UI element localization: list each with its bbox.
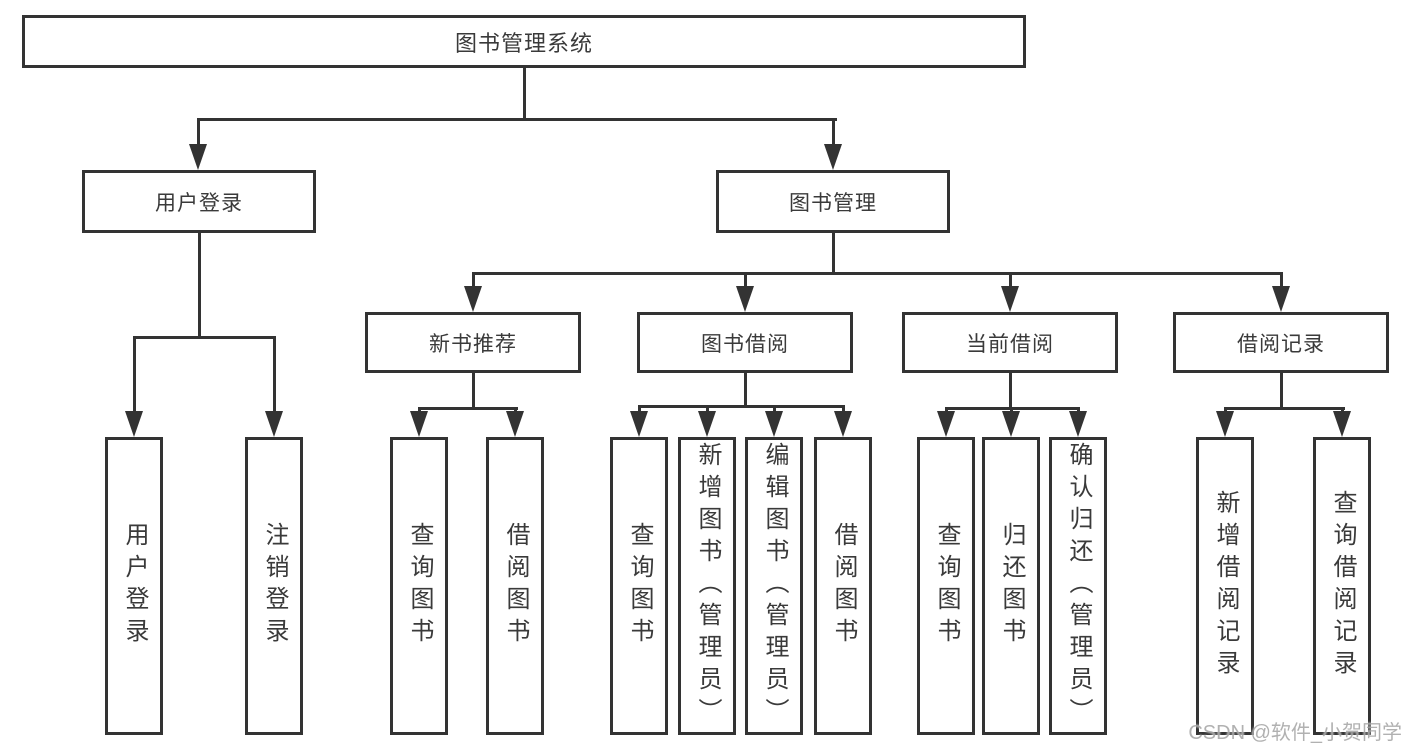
connector-recommend-hline <box>417 407 518 410</box>
leaf-borrow-books: 借阅图书 <box>814 437 872 735</box>
connector-root-hline <box>196 118 837 121</box>
connector-arrow-shaft <box>196 118 200 150</box>
connector-arrowhead <box>736 286 754 312</box>
connector-arrow-shaft <box>831 118 835 150</box>
leaf-add-books-admin: 新增图书（管理员） <box>678 437 736 735</box>
connector-arrowhead <box>1333 411 1351 437</box>
connector-records-hline <box>1223 407 1345 410</box>
leaf-edit-books-admin: 编辑图书（管理员） <box>745 437 803 735</box>
connector-arrowhead <box>125 411 143 437</box>
connector-arrow-shaft <box>471 272 475 292</box>
leaf-user-login-label: 用户登录 <box>121 522 148 650</box>
leaf-confirm-return-admin-label: 确认归还（管理员） <box>1065 442 1092 730</box>
connector-login-stem <box>197 233 201 339</box>
connector-arrow-shaft <box>743 272 747 292</box>
connector-arrowhead <box>1216 411 1234 437</box>
leaf-query-books-borrow-label: 查询图书 <box>626 522 653 650</box>
node-new-book-recommend: 新书推荐 <box>365 312 581 373</box>
leaf-query-books-recommend-label: 查询图书 <box>406 522 433 650</box>
connector-arrowhead <box>189 144 207 170</box>
connector-arrowhead <box>1272 286 1290 312</box>
leaf-borrow-books-recommend-label: 借阅图书 <box>502 522 529 650</box>
connector-borrow-stem <box>743 373 747 408</box>
connector-arrow-shaft <box>272 336 276 417</box>
leaf-logout: 注销登录 <box>245 437 303 735</box>
leaf-add-borrow-record-label: 新增借阅记录 <box>1212 490 1239 682</box>
leaf-logout-label: 注销登录 <box>261 522 288 650</box>
connector-arrowhead <box>1002 411 1020 437</box>
csdn-watermark: CSDN @软件_小贺同学 <box>1188 722 1402 744</box>
leaf-add-borrow-record: 新增借阅记录 <box>1196 437 1254 735</box>
node-current-borrow: 当前借阅 <box>902 312 1118 373</box>
connector-recommend-stem <box>471 373 475 410</box>
connector-arrowhead <box>765 411 783 437</box>
connector-borrow-hline <box>637 405 845 408</box>
leaf-borrow-books-label: 借阅图书 <box>830 522 857 650</box>
leaf-query-borrow-record-label: 查询借阅记录 <box>1329 490 1356 682</box>
connector-arrowhead <box>410 411 428 437</box>
leaf-query-books-recommend: 查询图书 <box>390 437 448 735</box>
leaf-confirm-return-admin: 确认归还（管理员） <box>1049 437 1107 735</box>
connector-arrow-shaft <box>1279 272 1283 292</box>
connector-mgmt-hline <box>471 272 1283 275</box>
node-book-management: 图书管理 <box>716 170 950 233</box>
connector-records-stem <box>1279 373 1283 410</box>
leaf-query-borrow-record: 查询借阅记录 <box>1313 437 1371 735</box>
connector-arrowhead <box>630 411 648 437</box>
connector-arrowhead <box>698 411 716 437</box>
leaf-borrow-books-recommend: 借阅图书 <box>486 437 544 735</box>
connector-arrowhead <box>265 411 283 437</box>
leaf-query-books-current: 查询图书 <box>917 437 975 735</box>
connector-arrow-shaft <box>132 336 136 417</box>
leaf-query-books-borrow: 查询图书 <box>610 437 668 735</box>
leaf-return-books-label: 归还图书 <box>998 522 1025 650</box>
connector-mgmt-stem <box>831 233 835 275</box>
connector-arrowhead <box>464 286 482 312</box>
connector-arrowhead <box>1069 411 1087 437</box>
connector-login-hline <box>132 336 276 339</box>
connector-current-stem <box>1008 373 1012 410</box>
connector-root-stem <box>522 68 526 121</box>
leaf-add-books-admin-label: 新增图书（管理员） <box>694 442 721 730</box>
connector-arrowhead <box>937 411 955 437</box>
connector-arrowhead <box>834 411 852 437</box>
leaf-user-login: 用户登录 <box>105 437 163 735</box>
connector-arrow-shaft <box>1008 272 1012 292</box>
node-borrow-records: 借阅记录 <box>1173 312 1389 373</box>
node-book-borrow: 图书借阅 <box>637 312 853 373</box>
connector-arrowhead <box>1001 286 1019 312</box>
node-user-login: 用户登录 <box>82 170 316 233</box>
connector-arrowhead <box>506 411 524 437</box>
node-root-library-system: 图书管理系统 <box>22 15 1026 68</box>
leaf-query-books-current-label: 查询图书 <box>933 522 960 650</box>
leaf-return-books: 归还图书 <box>982 437 1040 735</box>
connector-arrowhead <box>824 144 842 170</box>
leaf-edit-books-admin-label: 编辑图书（管理员） <box>761 442 788 730</box>
